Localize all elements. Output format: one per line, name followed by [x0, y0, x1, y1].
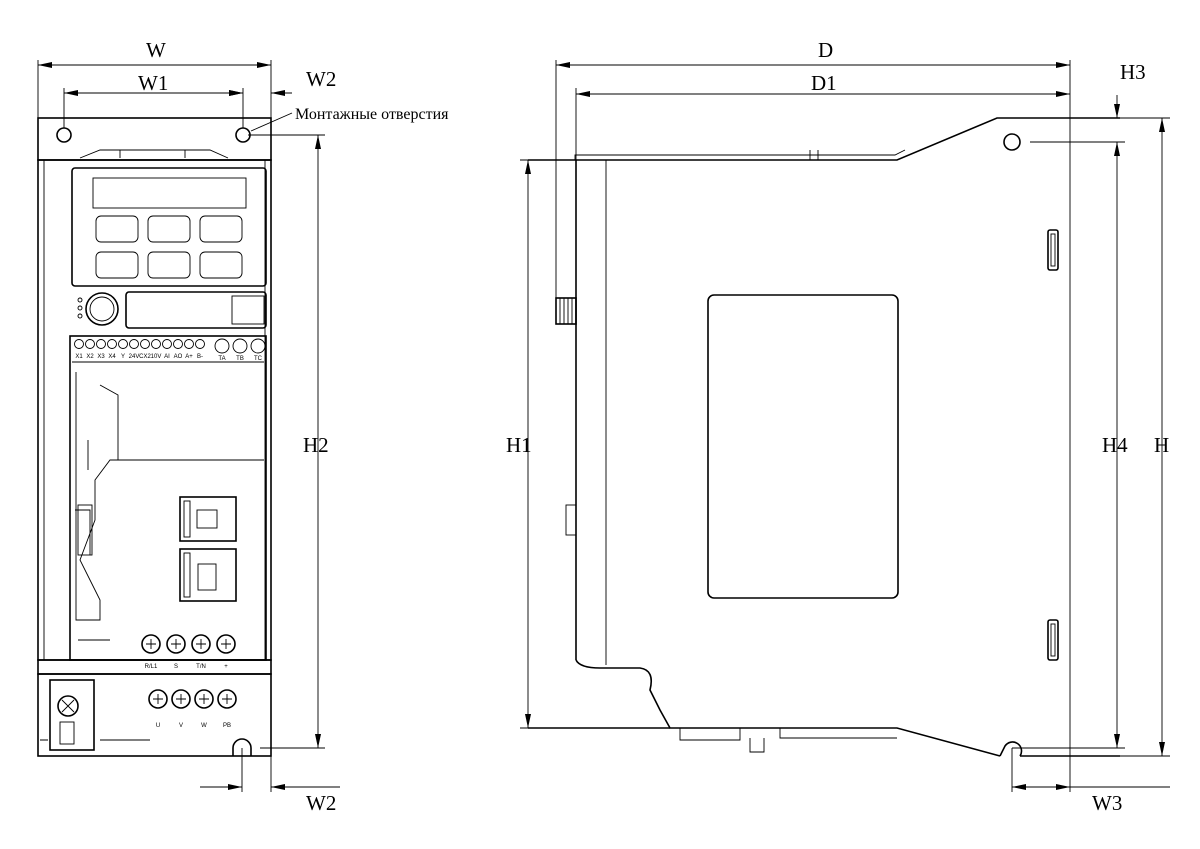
leader-mounting-holes — [250, 112, 293, 132]
rj45-port-2 — [179, 548, 237, 602]
potentiometer-knob — [85, 292, 119, 326]
terminal-label: AO — [174, 354, 183, 360]
terminal-label: TB — [236, 356, 244, 362]
terminal-label: T/N — [196, 664, 206, 670]
terminal-label: TA — [218, 356, 225, 362]
side-vent-bottom — [1047, 619, 1059, 661]
power-input-terminals — [141, 634, 236, 654]
terminal-label: S — [174, 664, 178, 670]
label-H1: H1 — [506, 433, 532, 457]
terminal-label: Y — [121, 354, 125, 360]
rj45-port-1 — [179, 496, 237, 542]
terminal-label: 10V — [151, 354, 162, 360]
terminal-label: X2 — [86, 354, 94, 360]
terminal-label: A+ — [185, 354, 193, 360]
side-bottom-profile — [575, 659, 1001, 757]
side-top-edge — [528, 117, 1120, 161]
terminal-label: B- — [197, 354, 203, 360]
side-mounting-hole-top — [1003, 133, 1021, 151]
label-W2-bottom: W2 — [306, 791, 336, 815]
keypad-buttons — [95, 215, 243, 279]
flange-vent — [79, 149, 229, 159]
side-connector — [555, 297, 577, 325]
terminal-label: AI — [164, 354, 170, 360]
communication-port — [125, 291, 267, 329]
terminal-label: + — [224, 664, 228, 670]
bottom-flange — [37, 673, 272, 757]
side-view — [528, 117, 1120, 757]
label-D1: D1 — [811, 71, 837, 95]
label-H: H — [1154, 433, 1169, 457]
terminal-label: U — [156, 723, 160, 729]
key-3 — [199, 215, 243, 243]
terminal-label: R/L1 — [145, 664, 158, 670]
earth-screw — [57, 695, 79, 717]
power-output-labels: U V W PB — [156, 723, 231, 729]
label-W1: W1 — [138, 71, 168, 95]
relay-terminal-labels: TA TB TC — [218, 356, 262, 362]
key-6 — [199, 251, 243, 279]
dimension-labels: W W1 W2 Монтажные отверстия H2 W2 D D1 H… — [138, 38, 1169, 815]
control-terminals — [74, 338, 266, 354]
terminal-label: PB — [223, 723, 231, 729]
key-1 — [95, 215, 139, 243]
terminal-label: V — [179, 723, 183, 729]
rating-label-area — [707, 294, 899, 599]
label-mounting-holes: Монтажные отверстия — [295, 106, 449, 123]
terminal-label: X4 — [108, 354, 116, 360]
key-4 — [95, 251, 139, 279]
side-mounting-slot-bottom — [999, 741, 1023, 757]
earth-clamp — [49, 679, 95, 751]
flange-vent-ribs — [119, 150, 186, 158]
label-W3: W3 — [1092, 791, 1122, 815]
mounting-hole-left — [56, 127, 72, 143]
terminal-label: W — [201, 723, 207, 729]
terminal-label: TC — [254, 356, 263, 362]
key-5 — [147, 251, 191, 279]
label-H4: H4 — [1102, 433, 1128, 457]
terminal-label: CX2 — [139, 354, 151, 360]
terminal-label: 24V — [129, 354, 140, 360]
label-H3: H3 — [1120, 60, 1146, 84]
label-D: D — [818, 38, 833, 62]
display-window — [92, 177, 247, 209]
terminal-label: X3 — [97, 354, 105, 360]
cover-cutout-outline — [75, 372, 264, 621]
label-W2-top: W2 — [306, 67, 336, 91]
key-2 — [147, 215, 191, 243]
label-W: W — [146, 38, 166, 62]
power-input-labels: R/L1 S T/N + — [145, 664, 229, 670]
keypad-panel — [71, 167, 267, 287]
top-mounting-flange — [37, 117, 272, 161]
power-output-terminals — [148, 689, 237, 709]
dimension-lines — [37, 60, 1170, 792]
mounting-hole-right — [235, 127, 251, 143]
label-H2: H2 — [303, 433, 329, 457]
side-vent-top — [1047, 229, 1059, 271]
bottom-mounting-slot — [232, 738, 252, 756]
terminal-label: X1 — [75, 354, 83, 360]
